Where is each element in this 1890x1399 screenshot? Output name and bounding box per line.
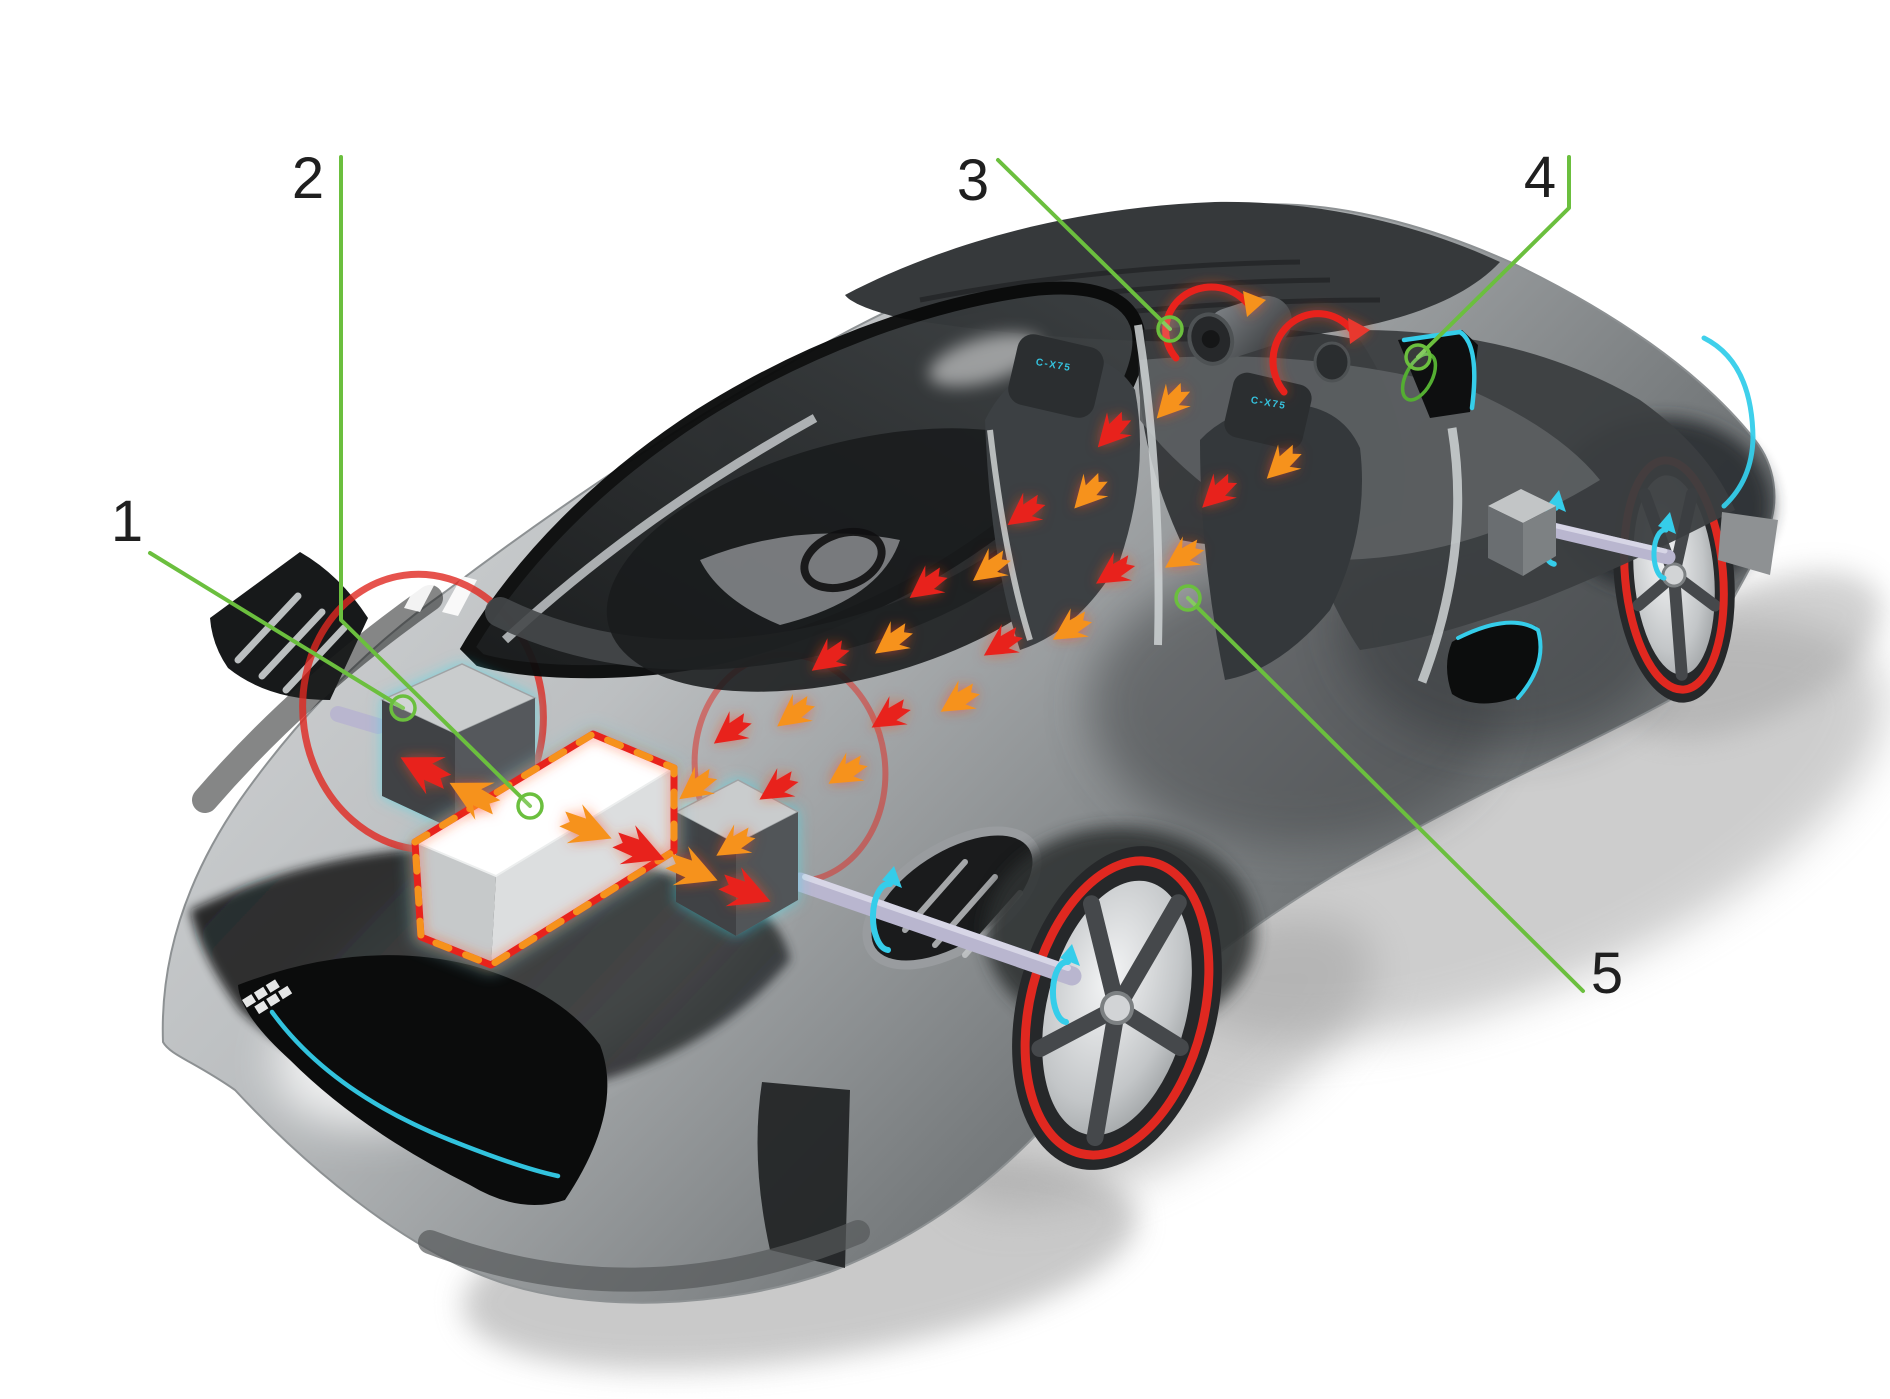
center-console [700, 533, 900, 625]
leader-target-2 [516, 792, 544, 820]
roll-hoop-left [1134, 324, 1163, 646]
front-edge-shade [192, 585, 443, 813]
grille-light-strip [269, 1009, 561, 1179]
leader-target-4 [1404, 343, 1432, 371]
leader-target-1 [389, 694, 417, 722]
leader-line-1 [148, 551, 405, 710]
callout-number-2: 2 [292, 146, 324, 211]
a-pillar [501, 414, 818, 644]
rear-axle-highlight [1545, 521, 1668, 554]
leader-target-5 [1174, 584, 1202, 612]
callout-number-3: 3 [957, 148, 989, 213]
leader-line-5 [1186, 596, 1585, 993]
fuel-filler-vent [1398, 329, 1478, 418]
rear-side-vent [1447, 620, 1543, 704]
turbine-spin-arrow-icon [1269, 310, 1370, 396]
front-lip [418, 1220, 870, 1292]
callout-number-1: 1 [111, 489, 143, 554]
splitter-blade [757, 1082, 850, 1268]
callout-number-4: 4 [1524, 145, 1556, 210]
cockpit: C-X75 C-X75 [459, 201, 1778, 704]
front-axle-highlight [802, 874, 1071, 971]
axle-rotation-arrow-icon [1651, 512, 1676, 581]
leader-line-4 [1416, 155, 1571, 359]
rear-fin [1718, 512, 1778, 575]
front-axle [790, 872, 1082, 986]
checker-badge [242, 979, 293, 1015]
leader-line-3 [996, 158, 1172, 331]
passenger-seat: C-X75 [1200, 372, 1362, 680]
roll-hoop-right [1417, 427, 1463, 684]
callout-number-5: 5 [1591, 941, 1623, 1006]
headlight-blades [234, 592, 348, 694]
battery-box [407, 726, 681, 973]
rear-hub [1661, 562, 1687, 588]
leader-target-3 [1156, 315, 1184, 343]
front-hub [1100, 991, 1134, 1025]
gearbox-rear [1488, 489, 1556, 576]
battery-outline [411, 730, 678, 969]
axle-rotation-arrow-icon [870, 866, 902, 953]
front-rim-ring [1020, 856, 1214, 1160]
leader-line-2 [339, 155, 532, 808]
front-axle-stub [330, 706, 386, 734]
turbine-left [1187, 295, 1292, 366]
rear-axle [1537, 520, 1676, 565]
rear-fender-light-edge [1701, 335, 1756, 509]
steering-wheel [800, 527, 886, 593]
front-grille [238, 955, 608, 1205]
axle-rotation-arrow-icon [1049, 944, 1080, 1025]
turbine-right [1313, 341, 1351, 383]
callouts: 1 2 3 4 5 [111, 145, 1623, 1006]
glass-reflection [928, 333, 1042, 387]
